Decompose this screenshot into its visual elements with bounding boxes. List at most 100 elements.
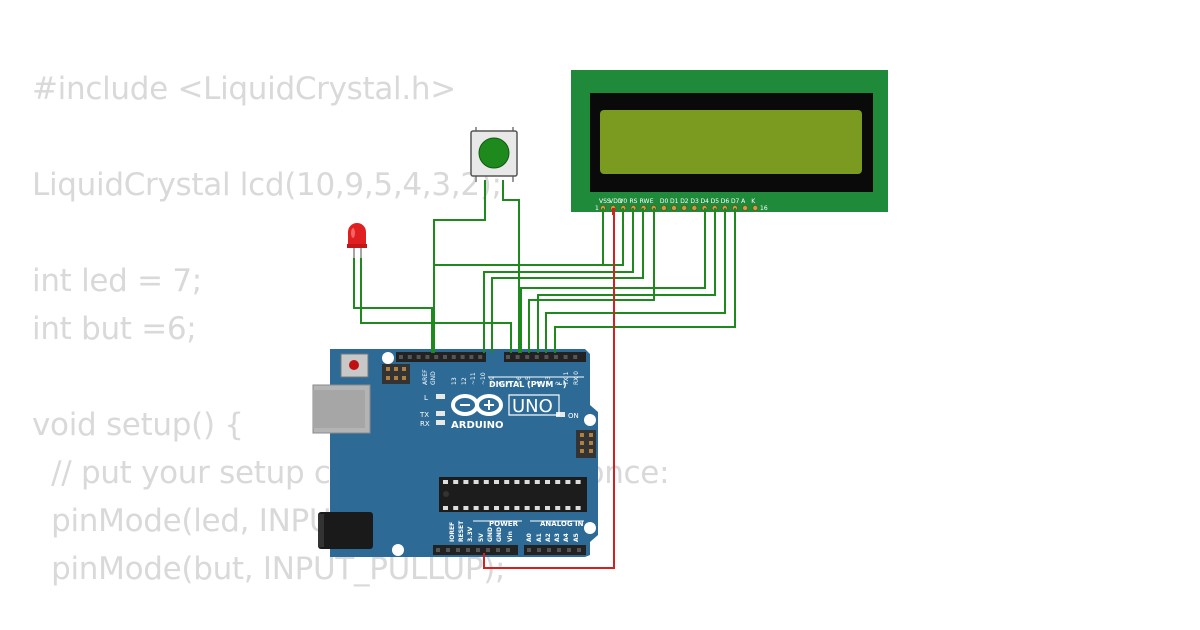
digital-pin-label: ~5: [525, 376, 532, 385]
analog-pin-label: A2: [545, 533, 552, 542]
icsp-pin: [386, 376, 390, 380]
lcd-pin-number: 16: [760, 205, 768, 212]
lcd-pin-label: E: [650, 198, 654, 205]
button-cap: [478, 137, 510, 169]
header-pin[interactable]: [577, 548, 581, 552]
icsp-pin: [580, 433, 584, 437]
signal-wire[interactable]: [554, 208, 736, 353]
header-pin[interactable]: [506, 355, 510, 359]
header-pin[interactable]: [537, 548, 541, 552]
header-pin[interactable]: [425, 355, 430, 359]
header-pin[interactable]: [469, 355, 474, 359]
digital-pwm-label: DIGITAL (PWM ~): [489, 380, 567, 389]
header-pin[interactable]: [434, 355, 439, 359]
lcd-pin[interactable]: [691, 204, 698, 211]
wires: [353, 180, 736, 569]
icsp-pin: [589, 433, 593, 437]
lcd-pin-label: D2: [680, 198, 689, 205]
header-pin[interactable]: [476, 548, 480, 552]
red-led[interactable]: [347, 223, 367, 258]
signal-wire[interactable]: [491, 208, 644, 353]
header-pin[interactable]: [416, 355, 421, 359]
icsp-pin: [386, 367, 390, 371]
signal-wire[interactable]: [360, 258, 512, 353]
header-pin[interactable]: [506, 548, 510, 552]
header-pin[interactable]: [456, 548, 460, 552]
digital-pin-label: 8: [498, 381, 505, 385]
header-pin[interactable]: [534, 355, 539, 359]
uno-label-box: [508, 394, 560, 416]
header-pin[interactable]: [460, 355, 465, 359]
signal-wire[interactable]: [353, 258, 433, 353]
icsp-header-right: [576, 430, 596, 458]
power-pin-label: 5V: [478, 533, 485, 542]
header-pin[interactable]: [496, 548, 500, 552]
header-pin[interactable]: [515, 355, 520, 359]
header-pin[interactable]: [443, 355, 447, 359]
signal-wire[interactable]: [433, 180, 486, 353]
header-pin[interactable]: [478, 355, 483, 359]
header-pin[interactable]: [399, 355, 403, 359]
header-pin[interactable]: [544, 355, 549, 359]
header-pin[interactable]: [451, 355, 456, 359]
header-pin[interactable]: [563, 355, 568, 359]
power-jack-side: [318, 514, 324, 547]
header-pin[interactable]: [567, 548, 571, 552]
lcd-pin[interactable]: [660, 204, 667, 211]
lcd-pin[interactable]: [742, 204, 749, 211]
icsp-pin: [394, 367, 398, 371]
power-pin-label: 3.3V: [467, 526, 474, 542]
icsp-pin: [589, 441, 593, 445]
lcd-pin[interactable]: [752, 204, 759, 211]
header-pin[interactable]: [525, 355, 530, 359]
header-pin[interactable]: [573, 355, 578, 359]
icsp-pin: [402, 367, 406, 371]
lcd-pin-label: D7: [731, 198, 740, 205]
digital-pin-header: [396, 352, 586, 362]
header-pin[interactable]: [446, 548, 450, 552]
digital-pin-label: ~6: [516, 376, 523, 385]
power-jack: [318, 512, 373, 549]
power-wire[interactable]: [483, 208, 615, 569]
lcd-pin-label: D3: [690, 198, 699, 205]
header-pin[interactable]: [554, 355, 558, 359]
lcd-pin-label: RS: [629, 198, 637, 205]
mounting-hole: [382, 352, 394, 364]
header-pin[interactable]: [486, 548, 490, 552]
digital-pin-label: ~9: [489, 376, 496, 385]
signal-wire[interactable]: [528, 208, 655, 353]
lcd-pin-label: D6: [721, 198, 730, 205]
digital-pin-label: 4: [536, 381, 543, 385]
lcd-pin-label: VDD: [609, 198, 623, 205]
icsp-header-top: [382, 364, 410, 384]
digital-pin-label: 2: [555, 381, 562, 385]
lcd-pin[interactable]: [681, 204, 688, 211]
lcd-pin[interactable]: [671, 204, 678, 211]
header-pin[interactable]: [547, 548, 551, 552]
microcontroller-chip: [439, 477, 587, 512]
mounting-hole: [584, 522, 596, 534]
analog-pin-label: A1: [536, 533, 543, 542]
header-pin[interactable]: [557, 548, 561, 552]
push-button[interactable]: [470, 127, 518, 182]
digital-pin-label: GND: [430, 371, 437, 385]
header-pin[interactable]: [466, 548, 470, 552]
lcd-pin-label: V0: [619, 198, 627, 205]
led-highlight: [351, 228, 355, 238]
lcd-pin-label: D0: [660, 198, 669, 205]
rx-led-label: RX: [420, 420, 430, 428]
header-pin[interactable]: [527, 548, 531, 552]
lcd-pin-label: A: [741, 198, 746, 205]
analog-pin-label: A3: [554, 533, 561, 542]
signal-wire[interactable]: [502, 180, 520, 353]
signal-wire[interactable]: [483, 208, 634, 353]
signal-wire[interactable]: [545, 208, 726, 353]
signal-wire[interactable]: [537, 208, 716, 353]
on-led-indicator: [556, 412, 565, 417]
lcd-pin-label: RW: [640, 198, 650, 205]
header-pin[interactable]: [407, 355, 412, 359]
signal-wire[interactable]: [433, 208, 624, 266]
header-pin[interactable]: [436, 548, 440, 552]
